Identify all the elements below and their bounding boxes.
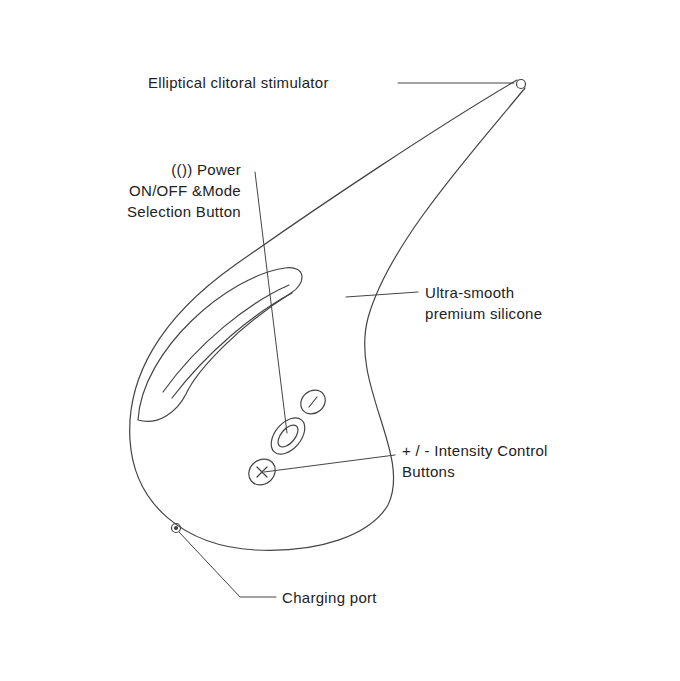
leader-line bbox=[179, 83, 514, 597]
charging-port bbox=[172, 524, 181, 533]
control-buttons bbox=[244, 385, 330, 490]
part-label: Elliptical clitoral stimulator bbox=[148, 72, 393, 93]
stimulator-tip bbox=[517, 80, 526, 89]
suction-opening bbox=[138, 268, 302, 422]
part-label: Ultra-smooth premium silicone bbox=[425, 282, 565, 324]
part-label: Charging port bbox=[282, 587, 422, 608]
opening-slot bbox=[163, 285, 289, 392]
part-label: (()) Power ON/OFF &Mode Selection Button bbox=[119, 159, 241, 222]
charging-port bbox=[175, 527, 178, 530]
opening-slot bbox=[172, 293, 292, 398]
part-label: + / - Intensity Control Buttons bbox=[402, 440, 577, 482]
